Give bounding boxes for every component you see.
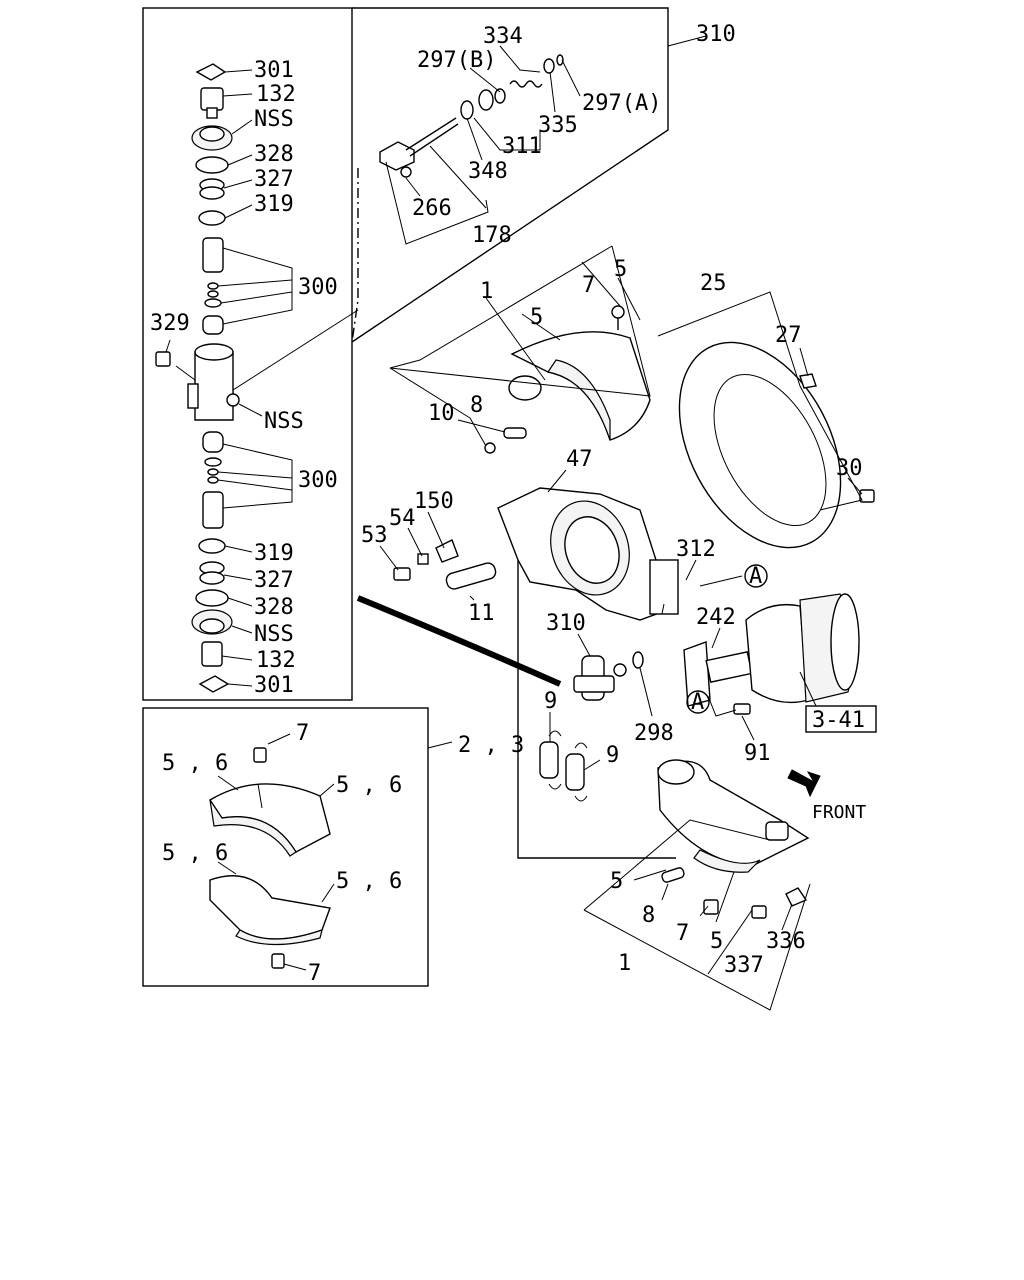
label-7-kit-top: 7 [296, 721, 309, 746]
label-300-top: 300 [298, 275, 338, 300]
label-319-top: 319 [254, 192, 294, 217]
label-150: 150 [414, 489, 454, 514]
callout-labels: 301 132 NSS 328 327 319 300 329 NSS 300 … [150, 22, 866, 986]
label-nss-bottom: NSS [254, 622, 294, 647]
label-8-upper: 8 [470, 393, 483, 418]
mid-wheel-cylinder [573, 651, 644, 701]
label-56-kit-b: 5 , 6 [336, 773, 402, 798]
backing-plate [678, 341, 875, 549]
reference-box [805, 705, 877, 733]
label-27: 27 [775, 323, 802, 348]
upper-brake-shoe [484, 305, 651, 454]
return-springs [539, 730, 588, 802]
brake-chamber [683, 593, 860, 715]
label-329: 329 [150, 311, 190, 336]
label-5-lower-left: 5 [610, 869, 623, 894]
wheel-cylinder-frame [351, 7, 669, 343]
top-leaders [385, 35, 707, 245]
label-5-upper-left: 5 [530, 305, 543, 330]
front-arrow-icon [787, 769, 821, 798]
label-1-lower: 1 [618, 951, 631, 976]
shoe-kit-parts [209, 747, 331, 969]
lower-shoe-leaders [583, 819, 811, 1011]
label-1-upper: 1 [480, 279, 493, 304]
marker-a-lower-label: A [691, 690, 704, 715]
label-311: 311 [502, 134, 542, 159]
label-328-top: 328 [254, 142, 294, 167]
label-7-kit-bottom: 7 [308, 961, 321, 986]
label-327-bottom: 327 [254, 568, 294, 593]
label-301-bottom: 301 [254, 673, 294, 698]
label-nss-mid: NSS [264, 409, 304, 434]
marker-a-upper-label: A [749, 564, 762, 589]
brake-bracket [393, 487, 679, 621]
label-54: 54 [389, 506, 416, 531]
label-328-bottom: 328 [254, 595, 294, 620]
left-leaders [165, 69, 359, 687]
label-348: 348 [468, 159, 508, 184]
left-frame [142, 7, 353, 701]
label-319-bottom: 319 [254, 541, 294, 566]
mid-cylinder-leaders [577, 633, 653, 717]
label-334: 334 [483, 24, 523, 49]
label-310-top: 310 [696, 22, 736, 47]
label-2-3: 2 , 3 [458, 733, 524, 758]
lower-brake-shoe [657, 759, 810, 919]
label-8-lower: 8 [642, 903, 655, 928]
label-56-kit-d: 5 , 6 [336, 869, 402, 894]
left-column-parts [155, 63, 240, 693]
front-label: FRONT [812, 802, 866, 823]
label-3-41: 3-41 [812, 708, 865, 733]
label-301-top: 301 [254, 58, 294, 83]
marker-a-upper [744, 564, 768, 588]
label-132-bottom: 132 [256, 648, 296, 673]
chamber-leaders [661, 603, 817, 741]
label-91: 91 [744, 741, 771, 766]
backing-plate-leaders [657, 291, 863, 511]
sweep-arrow [356, 595, 562, 687]
marker-a-lower [686, 690, 710, 714]
label-9-left: 9 [544, 689, 557, 714]
label-300-bottom: 300 [298, 468, 338, 493]
label-11: 11 [468, 601, 495, 626]
label-297b: 297(B) [417, 48, 496, 73]
dashed-link [351, 168, 359, 343]
label-7-upper: 7 [582, 273, 595, 298]
label-53: 53 [361, 523, 388, 548]
label-56-kit-c: 5 , 6 [162, 841, 228, 866]
label-312: 312 [676, 537, 716, 562]
bracket-leaders [379, 469, 743, 601]
label-nss-top: NSS [254, 107, 294, 132]
label-7-lower: 7 [676, 921, 689, 946]
top-parts [379, 54, 564, 178]
label-337: 337 [724, 953, 764, 978]
label-9-right: 9 [606, 743, 619, 768]
label-178: 178 [472, 223, 512, 248]
spring-leaders [549, 712, 601, 771]
label-132-top: 132 [256, 82, 296, 107]
label-310-mid: 310 [546, 611, 586, 636]
label-25: 25 [700, 271, 727, 296]
label-30: 30 [836, 456, 863, 481]
label-297a: 297(A) [582, 91, 661, 116]
label-335: 335 [538, 113, 578, 138]
center-bracket-frame [517, 560, 676, 859]
label-327-top: 327 [254, 167, 294, 192]
shoe-kit-frame [142, 707, 429, 987]
shoe-kit-leaders [217, 733, 453, 971]
label-5-lower-right: 5 [710, 929, 723, 954]
label-336: 336 [766, 929, 806, 954]
label-298: 298 [634, 721, 674, 746]
upper-shoe-leaders [389, 245, 651, 447]
label-266: 266 [412, 196, 452, 221]
label-10: 10 [428, 401, 455, 426]
label-56-kit-a: 5 , 6 [162, 751, 228, 776]
label-47: 47 [566, 447, 593, 472]
label-242: 242 [696, 605, 736, 630]
label-5-upper-right: 5 [614, 257, 627, 282]
